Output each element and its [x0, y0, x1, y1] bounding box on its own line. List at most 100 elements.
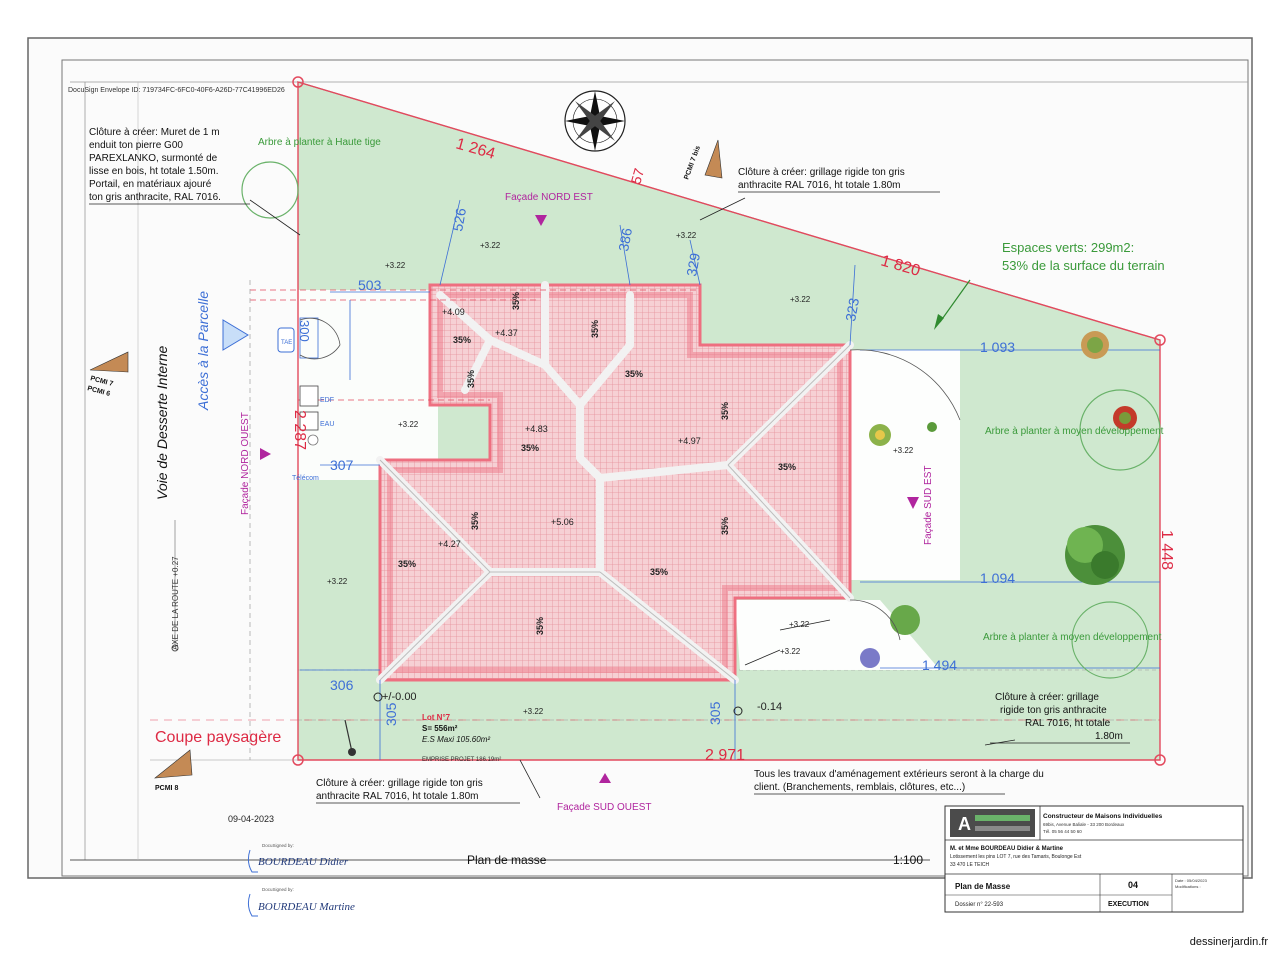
plan-scale: 1:100 [893, 853, 923, 867]
slope-9: 35% [470, 512, 480, 530]
entry-cutout [298, 290, 438, 480]
fence-sw-line1: Clôture à créer: grillage rigide ton gri… [316, 778, 483, 789]
dim-south: 2 971 [705, 747, 745, 764]
section-label: Coupe paysagère [155, 729, 281, 746]
level-4: +3.22 [790, 295, 811, 304]
tree-symbols [241, 161, 1161, 679]
fence-nw-line6: ton gris anthracite, RAL 7016. [89, 192, 221, 203]
fence-se-line3: RAL 7016, ht totale [1025, 718, 1111, 729]
level-14: +4.97 [678, 436, 701, 446]
pcmi-view-markers [89, 139, 723, 779]
cartouche-title: Plan de Masse [955, 882, 1011, 891]
lot-surface: S= 556m² [422, 724, 458, 733]
slope-4: 35% [778, 462, 796, 472]
docusign-id: DocuSign Envelope ID: 719734FC-6FC0-40F6… [68, 87, 285, 94]
fence-sw-line2: anthracite RAL 7016, ht totale 1.80m [316, 791, 479, 802]
lot-emprise: EMPRISE PROJET 186.19m² [422, 757, 501, 763]
fence-se-line4: 1.80m [1095, 731, 1123, 742]
plan-title: Plan de masse [467, 853, 547, 867]
drawing-frame [61, 59, 1249, 877]
dim-blue-306: 306 [330, 677, 354, 693]
dim-blue-1093: 1 093 [980, 339, 1015, 355]
facade-nw-label: Façade NORD OUEST [240, 412, 251, 515]
slope-11: 35% [535, 617, 545, 635]
slope-10: 35% [720, 517, 730, 535]
fence-nw-line1: Clôture à créer: Muret de 1 m [89, 127, 220, 138]
slope-7: 35% [511, 292, 521, 310]
tree-high-label: Arbre à planter à Haute tige [258, 137, 381, 148]
facade-se-label: Façade SUD EST [923, 466, 934, 545]
level-18: -0.14 [757, 701, 782, 713]
dim-blue-386: 386 [615, 227, 635, 253]
dim-east: 1 448 [1158, 530, 1175, 570]
pcmi-8-label: PCMI 8 [155, 785, 178, 792]
eau-label: EAU [320, 421, 334, 428]
slope-1: 35% [453, 335, 471, 345]
level-9: +3.22 [780, 647, 801, 656]
green-space-line1: Espaces verts: 299m2: [1002, 240, 1134, 255]
dim-blue-526: 526 [449, 207, 469, 233]
slope-2: 35% [625, 369, 643, 379]
signature-one: BOURDEAU Didier [258, 856, 349, 868]
modifications-label: Modifications : [1175, 884, 1201, 889]
slope-5: 35% [398, 559, 416, 569]
facade-sw-label: Façade SUD OUEST [557, 802, 651, 813]
cartouche-dossier: Dossier n° 22-593 [955, 902, 1004, 908]
tree-medium-label-1: Arbre à planter à moyen développement [985, 426, 1164, 437]
road-name: Voie de Desserte Interne [154, 345, 170, 500]
signature-label-2: DocuSigned by: [262, 887, 294, 892]
dim-blue-305b: 305 [707, 701, 723, 725]
lot-number: Lot N°7 [422, 713, 451, 722]
company-logo [950, 809, 1035, 837]
level-5: +3.22 [398, 420, 419, 429]
fence-nw-line4: lisse en bois, ht totale 1.50m. [89, 166, 219, 177]
dim-blue-323: 323 [842, 297, 862, 323]
fence-se-line1: Clôture à créer: grillage [995, 692, 1099, 703]
dim-blue-1494: 1 494 [922, 657, 957, 673]
fence-nw-line2: enduit ton pierre G00 [89, 140, 183, 151]
road-axis-label: AXE DE LA ROUTE +0.27 [171, 556, 180, 650]
level-17: +/-0.00 [382, 691, 417, 703]
signature-label-1: DocuSigned by: [262, 843, 294, 848]
watermark: dessinerjardin.fr [1189, 936, 1268, 948]
dim-blue-305a: 305 [383, 702, 399, 726]
slope-3: 35% [521, 443, 539, 453]
works-line1: Tous les travaux d'aménagement extérieur… [754, 769, 1044, 780]
level-12: +4.37 [495, 328, 518, 338]
fence-nw-line3: PAREXLANKO, surmonté de [89, 153, 218, 164]
tree-medium-label-2: Arbre à planter à moyen développement [983, 632, 1162, 643]
company-line: Constructeur de Maisons Individuelles [1043, 813, 1163, 820]
plan-date: 09-04-2023 [228, 814, 274, 824]
fence-ne-line1: Clôture à créer: grillage rigide ton gri… [738, 167, 905, 178]
slope-8: 35% [720, 402, 730, 420]
facade-markers [260, 215, 919, 783]
company-tel: Tél. 05 56 44 50 60 [1043, 829, 1082, 834]
level-13: +4.83 [525, 424, 548, 434]
dim-north-2: 57 [628, 166, 648, 186]
tae-box [277, 327, 295, 353]
dim-blue-1094: 1 094 [980, 570, 1015, 586]
level-1: +3.22 [385, 261, 406, 270]
level-16: +4.27 [438, 539, 461, 549]
slope-13: 35% [590, 320, 600, 338]
access-label: Accès à la Parcelle [195, 291, 211, 411]
lot-boundary [297, 81, 1161, 761]
site-line1: Lotissement les pins LOT 7, rue des Tama… [950, 854, 1082, 860]
slope-6: 35% [650, 567, 668, 577]
signature-two: BOURDEAU Martine [258, 901, 355, 913]
north-compass-icon [564, 90, 626, 152]
tae-label: TAE [281, 340, 292, 346]
level-3: +3.22 [676, 231, 697, 240]
edf-label: EDF [320, 397, 334, 404]
dim-blue-307: 307 [330, 457, 354, 473]
level-6: +3.22 [893, 446, 914, 455]
facade-ne-label: Façade NORD EST [505, 192, 593, 203]
svg-text:A: A [958, 814, 971, 834]
dim-blue-300: 300 [297, 320, 312, 342]
access-arrow-icon [222, 319, 249, 351]
dim-blue-329: 329 [683, 252, 703, 278]
level-7: +3.22 [327, 577, 348, 586]
level-2: +3.22 [480, 241, 501, 250]
level-8: +3.22 [789, 620, 810, 629]
dim-blue-503: 503 [358, 277, 382, 293]
